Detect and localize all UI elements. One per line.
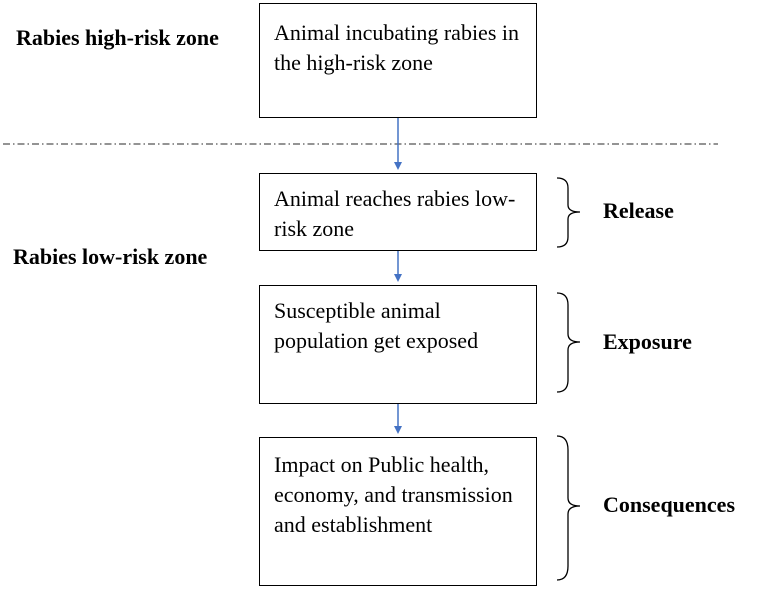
step-text-incubating: Animal incubating rabies in the high-ris…	[274, 20, 519, 75]
step-box-consequences: Impact on Public health, economy, and tr…	[259, 437, 537, 586]
stage-label-release: Release	[603, 198, 674, 223]
step-text-release: Animal reaches rabies low-risk zone	[274, 186, 516, 241]
stage-label-consequences: Consequences	[603, 492, 736, 517]
zone-label-high-risk: Rabies high-risk zone	[16, 25, 219, 50]
step-text-exposure: Susceptible animal population get expose…	[274, 298, 479, 353]
step-box-exposure: Susceptible animal population get expose…	[259, 285, 537, 404]
stage-label-exposure: Exposure	[603, 329, 692, 354]
step-box-incubating: Animal incubating rabies in the high-ris…	[259, 3, 537, 118]
step-text-consequences: Impact on Public health, economy, and tr…	[274, 452, 513, 537]
zone-label-low-risk: Rabies low-risk zone	[13, 244, 208, 269]
step-box-release: Animal reaches rabies low-risk zone	[259, 173, 537, 251]
